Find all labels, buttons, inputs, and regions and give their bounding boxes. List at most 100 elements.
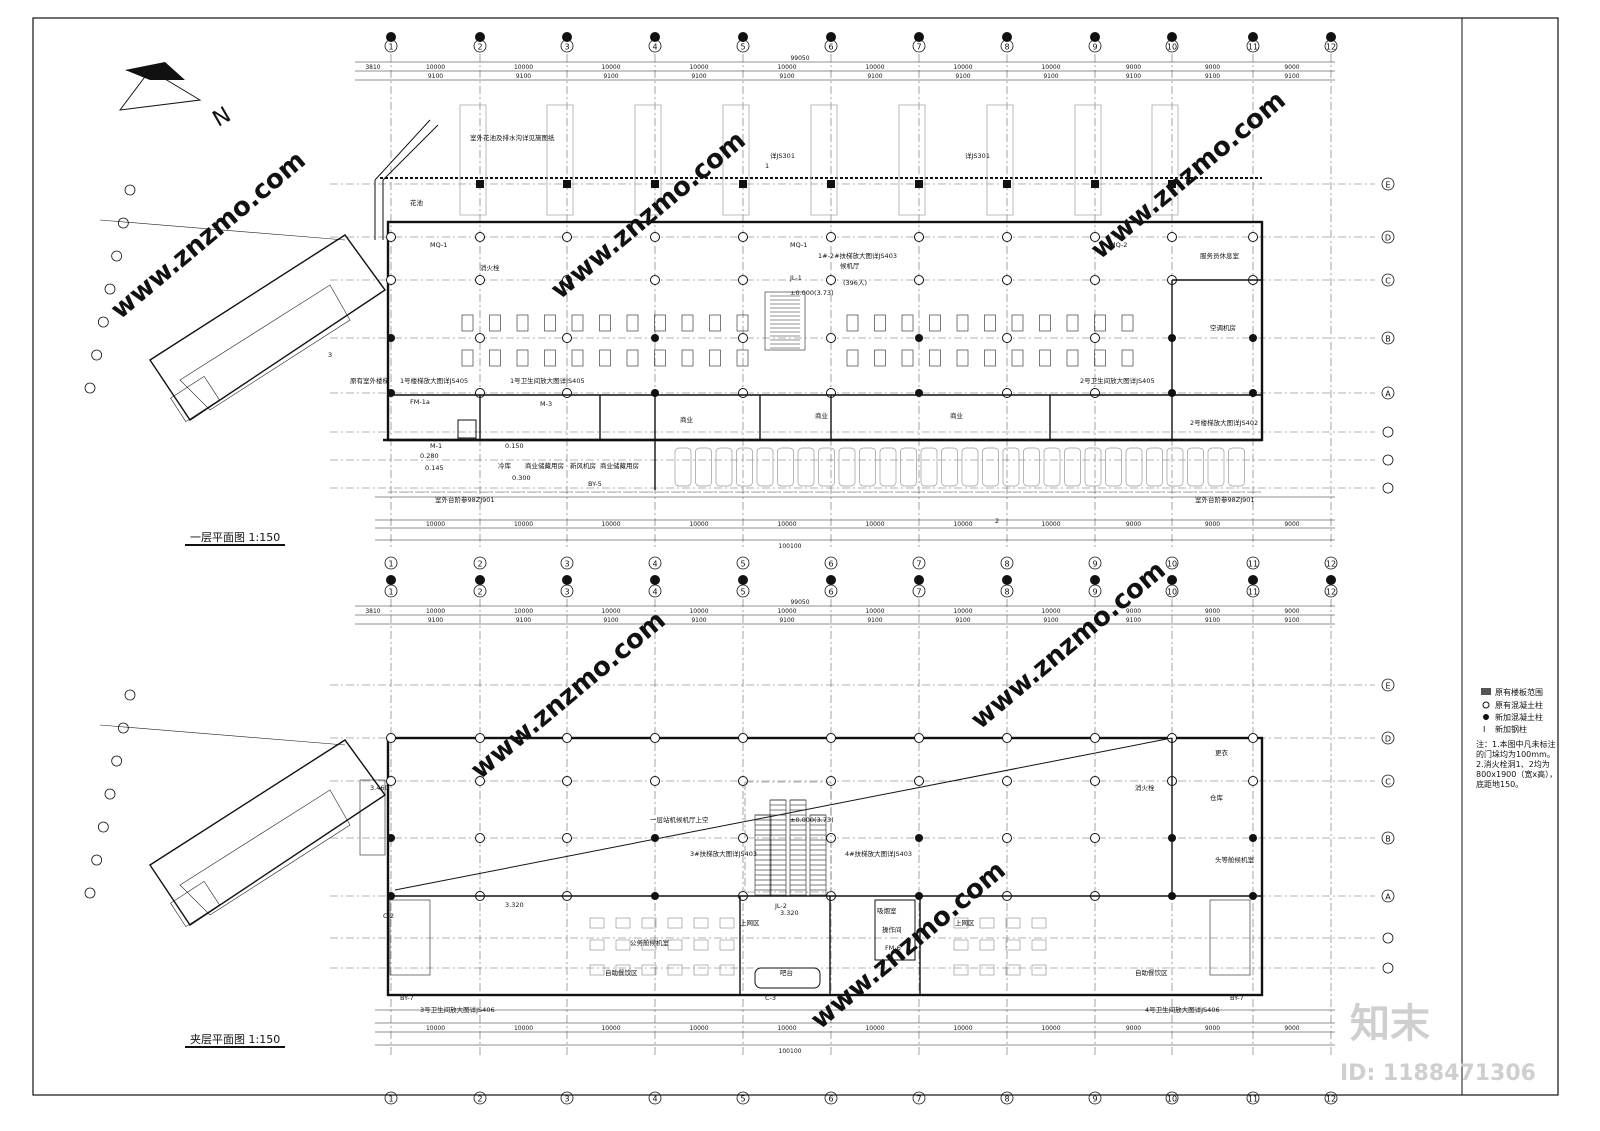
row-label: B: [1385, 835, 1391, 844]
parking-space: [715, 447, 733, 487]
axis-bubble-bottom: [1165, 556, 1179, 570]
legend-hatch-swatch: [1481, 688, 1491, 695]
dimension-text: 9100: [1205, 73, 1220, 80]
lounge-seat: [615, 964, 631, 976]
dimension-text: 9100: [428, 73, 443, 80]
dimension-text: 9100: [1043, 73, 1058, 80]
existing-concrete-column: [1090, 232, 1100, 242]
existing-concrete-column: [475, 733, 485, 743]
waiting-seat-block: [956, 314, 969, 332]
ramp-axis-bubble: [91, 349, 103, 361]
waiting-seat-block: [681, 314, 694, 332]
dimension-text: 10000: [514, 1025, 533, 1032]
waiting-seat-block: [984, 349, 996, 367]
dimension-text: 10000: [514, 64, 533, 71]
dimension-text: 10000: [514, 521, 533, 528]
sheet-border: [32, 17, 1559, 1096]
existing-concrete-column: [738, 733, 748, 743]
room-label: 空调机房: [1210, 323, 1236, 332]
new-concrete-column: [915, 834, 923, 842]
existing-concrete-column: [914, 275, 924, 285]
axis-bubble-bottom: [1246, 1091, 1260, 1105]
axis-bubble-alt: [1167, 32, 1177, 42]
parking-space: [674, 447, 692, 487]
axis-bubble-alt: [1090, 32, 1100, 42]
room-label: C-2: [383, 912, 394, 920]
existing-concrete-column: [914, 232, 924, 242]
axis-bubble-alt: [1248, 32, 1258, 42]
axis-label: 4: [652, 588, 657, 597]
waiting-seat-block: [1121, 314, 1134, 332]
axis-bubble-bottom: [560, 1091, 574, 1105]
waiting-seat-block: [709, 314, 721, 332]
ramp-line: [99, 724, 346, 746]
new-concrete-column: [1249, 834, 1257, 842]
exterior-wall: [386, 736, 1264, 997]
parking-space: [879, 447, 897, 487]
existing-concrete-column: [475, 776, 485, 786]
flower-bed: [374, 119, 439, 240]
watermark-site: www.znzmo.com: [545, 125, 751, 305]
axis-bubble-alt: [650, 575, 660, 585]
parking-space: [695, 447, 712, 487]
room-label: ±0.000(3.73): [790, 816, 834, 824]
dimension-text: 10000: [426, 64, 445, 71]
existing-concrete-column: [1002, 388, 1012, 398]
axis-bubble-alt: [738, 575, 748, 585]
ramp-axis-bubble: [91, 854, 103, 866]
ramp-axis-bubble: [111, 755, 123, 767]
ramp-axis-bubble: [124, 689, 136, 701]
waiting-seat-block: [681, 349, 694, 367]
axis-bubble-alt: [386, 575, 396, 585]
axis-bubble-bottom: [1088, 556, 1102, 570]
dimension-text: 9000: [1205, 521, 1220, 528]
waiting-seat-block: [901, 314, 914, 332]
axis-label: 1: [388, 43, 393, 52]
room-label: 3: [328, 351, 332, 359]
stair: [389, 899, 431, 976]
parking-space: [859, 447, 876, 487]
waiting-seat-block: [544, 314, 556, 332]
room-label: 吧台: [780, 968, 793, 977]
legend-steel-swatch: I: [1483, 725, 1485, 734]
room-label: 服务员休息室: [1200, 251, 1240, 260]
axis-label: 3: [564, 43, 569, 52]
room-label: 消火栓: [480, 263, 500, 272]
axis-label: 1: [388, 588, 393, 597]
row-bubble: [1381, 273, 1395, 287]
room-label: (396人): [843, 279, 867, 287]
dimension-text: 10000: [601, 64, 620, 71]
axis-label: 5: [740, 43, 745, 52]
axis-label: 6: [828, 1095, 833, 1104]
dimension-text: 10000: [601, 608, 620, 615]
lounge-seat: [641, 939, 657, 951]
ramp-axis-bubble: [84, 887, 96, 899]
waiting-seat-block: [599, 314, 611, 332]
waiting-seat-block: [461, 349, 474, 367]
existing-concrete-column: [738, 388, 748, 398]
axis-bubble-bottom: [1246, 556, 1260, 570]
lounge-seat: [693, 939, 709, 951]
parking-space: [1064, 447, 1081, 487]
canopy-column: [651, 180, 659, 188]
room-label: 3号卫生间放大图详JS406: [420, 1005, 495, 1014]
waiting-seat-block: [1121, 349, 1134, 367]
dimension-text: 10000: [777, 521, 796, 528]
room-label: 吸烟室: [877, 906, 897, 915]
existing-concrete-column: [562, 333, 572, 343]
axis-bubble-alt: [1002, 32, 1012, 42]
axis-bubble-alt: [914, 575, 924, 585]
waiting-seat-block: [846, 314, 859, 332]
lounge-seat: [693, 964, 709, 976]
bus-parking-bay: [634, 104, 662, 216]
lounge-seat: [1005, 939, 1021, 951]
watermark-site: www.znzmo.com: [805, 855, 1011, 1035]
dimension-text: 10000: [426, 608, 445, 615]
note-1: 注：1.本图中凡未标注的门垛均为100mm。: [1476, 740, 1556, 759]
axis-label: 12: [1326, 1095, 1336, 1104]
dimension-text: 10000: [1041, 1025, 1060, 1032]
escalator: [789, 799, 807, 896]
existing-concrete-column: [562, 776, 572, 786]
dimension-text: 10000: [601, 521, 620, 528]
stair-box: [170, 375, 220, 423]
